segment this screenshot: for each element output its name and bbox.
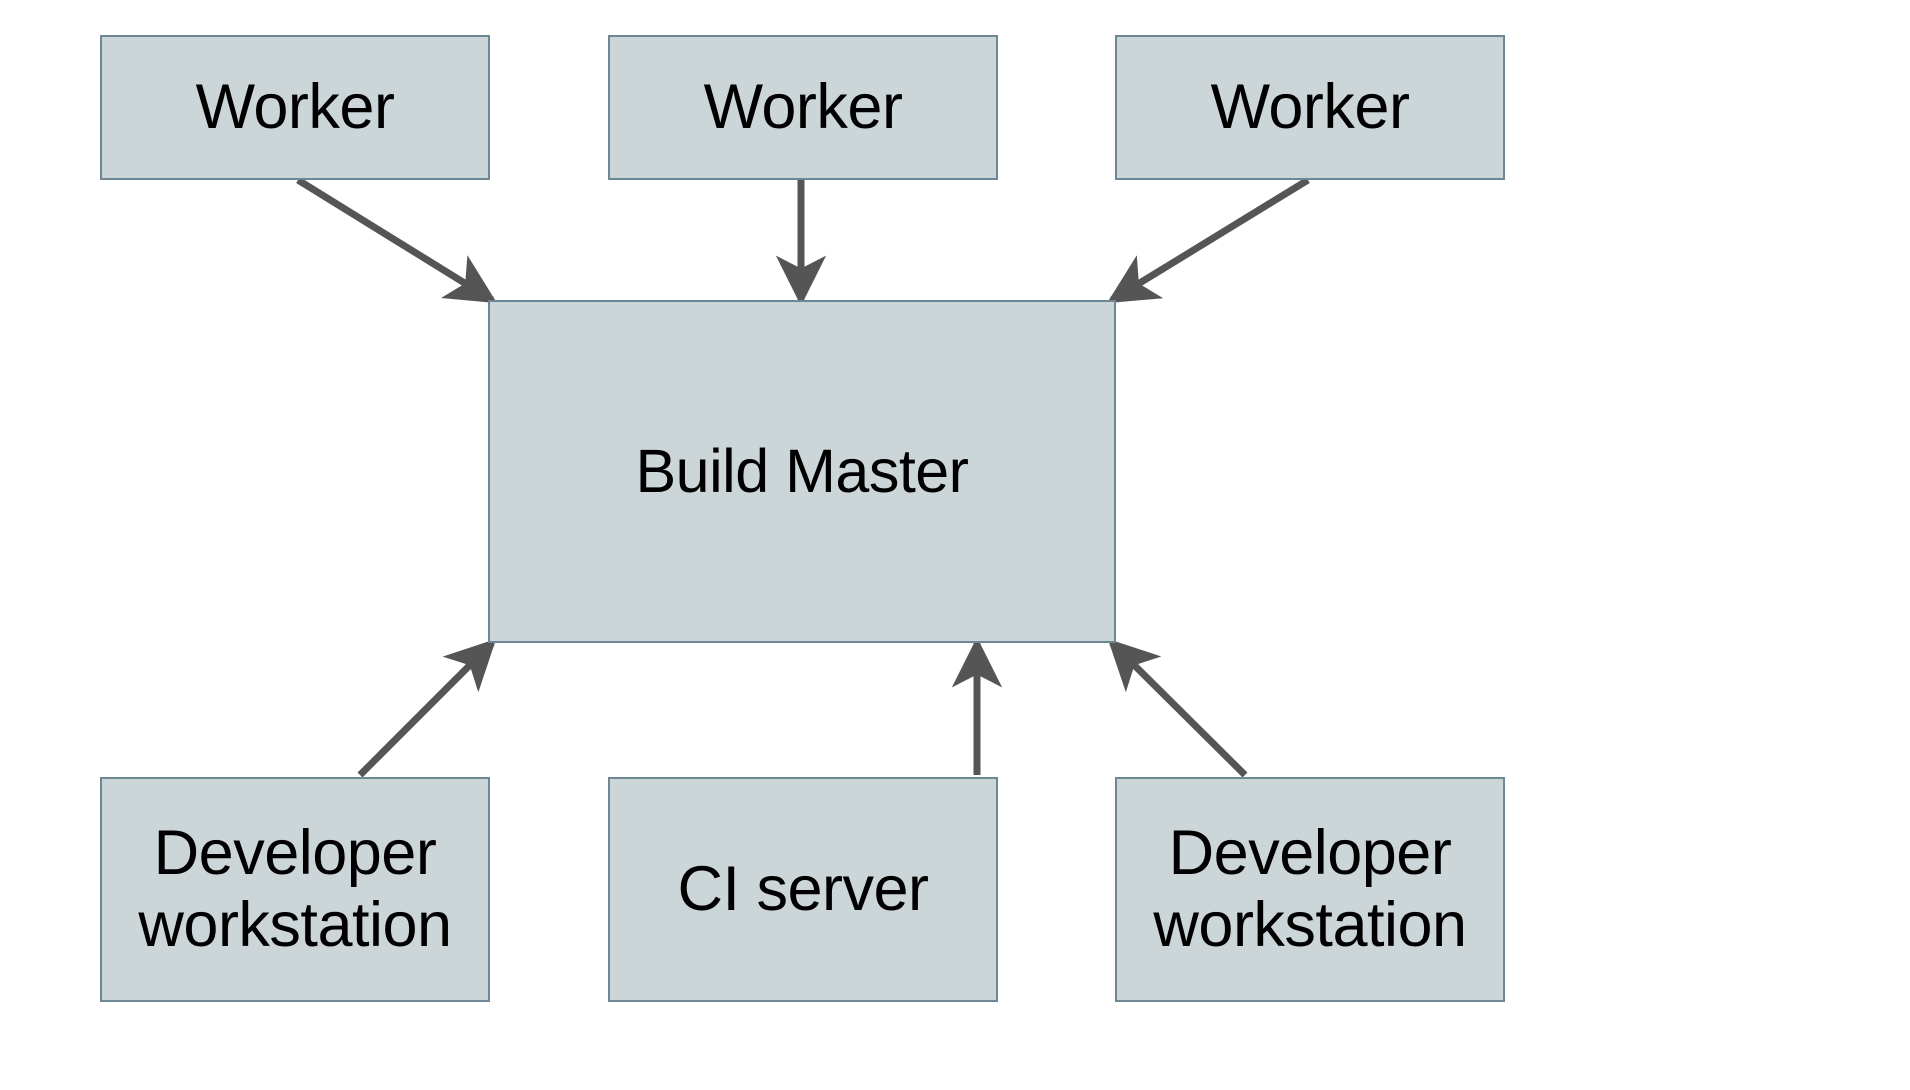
node-worker-2-label: Worker [703,71,903,142]
node-worker-1-label: Worker [195,71,395,142]
node-developer-workstation-left[interactable]: Developer workstation [100,777,490,1002]
node-worker-3[interactable]: Worker [1115,35,1505,180]
node-ci-server-label: CI server [677,853,929,924]
edge-worker-1-to-master [296,177,498,304]
node-developer-workstation-right[interactable]: Developer workstation [1115,777,1505,1002]
node-worker-3-label: Worker [1210,71,1410,142]
edge-dev-ws-right-to-master [1107,638,1248,778]
edge-worker-3-to-master [1106,177,1310,304]
node-build-master[interactable]: Build Master [488,300,1116,643]
node-worker-2[interactable]: Worker [608,35,998,180]
node-worker-1[interactable]: Worker [100,35,490,180]
node-build-master-label: Build Master [635,436,969,505]
node-developer-workstation-right-label: Developer workstation [1153,817,1467,960]
node-ci-server[interactable]: CI server [608,777,998,1002]
node-developer-workstation-left-label: Developer workstation [138,817,452,960]
edge-dev-ws-left-to-master [357,638,497,778]
